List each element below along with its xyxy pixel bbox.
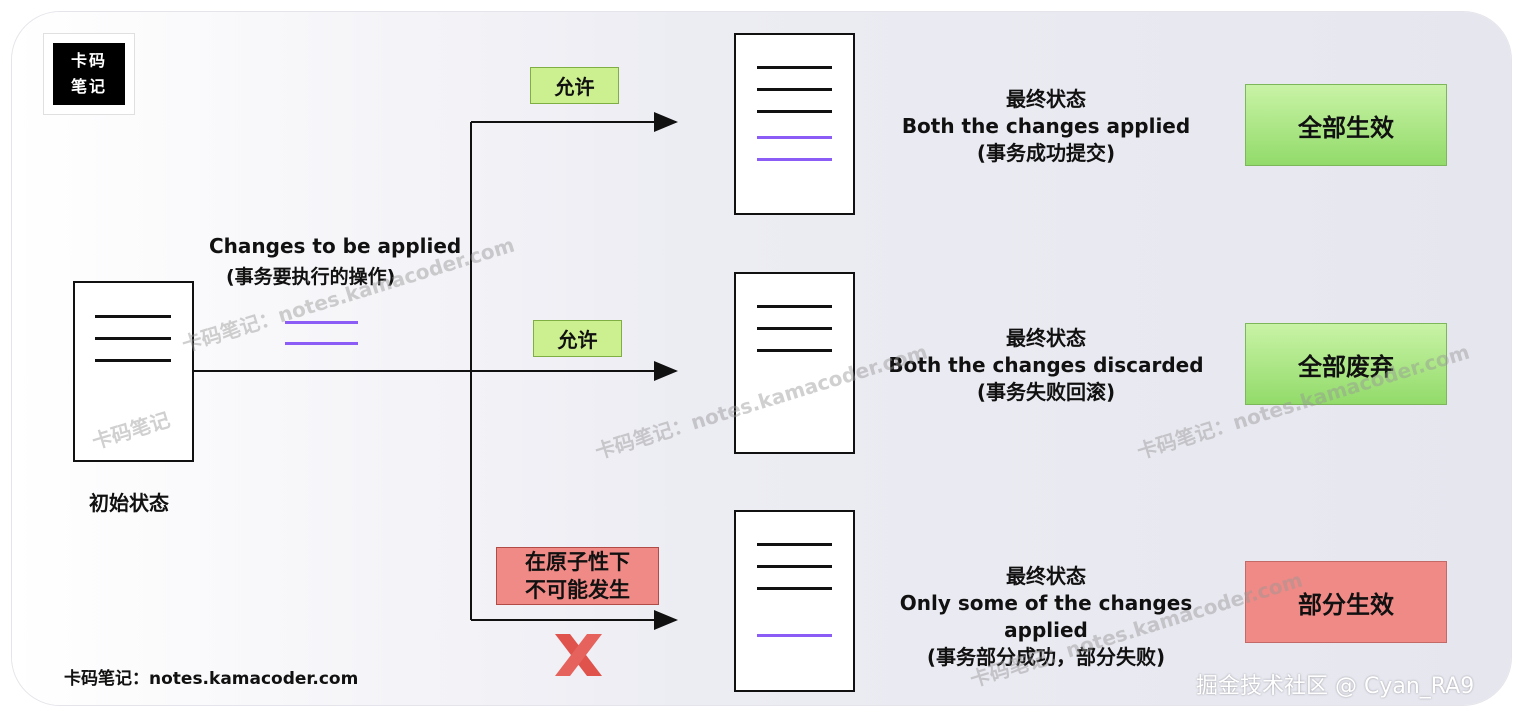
initial-document — [73, 281, 194, 462]
state-desc: Both the changes applied — [901, 114, 1191, 138]
result-partial: 部分生效 — [1245, 561, 1447, 643]
logo-line1: 卡码 — [70, 51, 107, 70]
state-title: 最终状态 — [1006, 564, 1086, 588]
state-desc-top: 最终状态 Both the changes applied (事务成功提交) — [856, 86, 1236, 167]
impossible-line1: 在原子性下 — [525, 550, 630, 574]
cross-icon — [555, 634, 602, 676]
branch-label-allowed-top: 允许 — [530, 67, 619, 104]
logo-line2: 笔记 — [70, 77, 107, 96]
state-desc-middle: 最终状态 Both the changes discarded (事务失败回滚) — [856, 325, 1236, 406]
document-all-discarded — [734, 272, 855, 454]
state-desc-bottom: 最终状态 Only some of the changes applied (事… — [856, 563, 1236, 671]
state-desc: Only some of the changes applied — [899, 591, 1193, 642]
changes-title: Changes to be applied — [209, 234, 462, 258]
state-desc: Both the changes discarded — [888, 353, 1204, 377]
document-all-applied — [734, 33, 855, 215]
footer-source: 卡码笔记：notes.kamacoder.com — [64, 669, 359, 689]
changes-subtitle: (事务要执行的操作) — [226, 266, 396, 288]
document-partial — [734, 510, 855, 692]
result-all-discarded: 全部废弃 — [1245, 323, 1447, 405]
branch-label-allowed-middle: 允许 — [533, 320, 622, 357]
state-title: 最终状态 — [1006, 87, 1086, 111]
pending-change-line-1 — [285, 321, 358, 324]
state-note: (事务失败回滚) — [976, 380, 1116, 404]
pending-change-line-2 — [285, 342, 358, 345]
initial-state-label: 初始状态 — [89, 491, 169, 515]
state-note: (事务成功提交) — [976, 141, 1116, 165]
branch-label-impossible: 在原子性下 不可能发生 — [496, 547, 659, 605]
impossible-line2: 不可能发生 — [525, 578, 630, 602]
footer-credit: 掘金技术社区 @ Cyan_RA9 — [1196, 674, 1475, 699]
kamacoder-logo: 卡码 笔记 — [44, 34, 134, 114]
state-title: 最终状态 — [1006, 326, 1086, 350]
state-note: (事务部分成功，部分失败) — [926, 645, 1166, 669]
result-all-applied: 全部生效 — [1245, 84, 1447, 166]
